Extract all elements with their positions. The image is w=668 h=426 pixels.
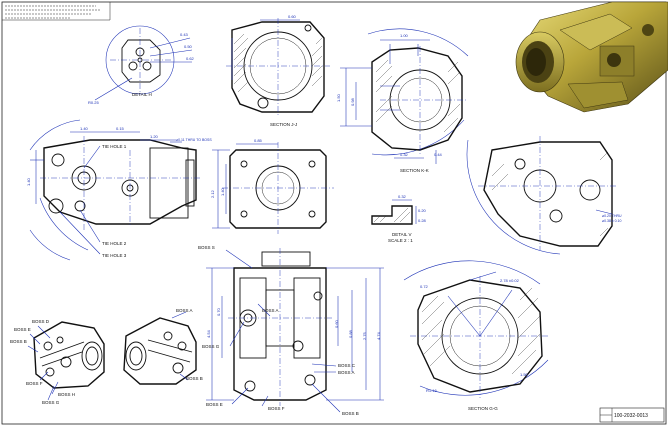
detail-v-label: DETAIL V (392, 232, 412, 237)
section-gg-view: 0.72 2.78 ±0.02 R1.16 1.50 (403, 260, 549, 398)
svg-text:0.32: 0.32 (400, 152, 409, 157)
boss-b-iso-label: BOSS B (186, 376, 203, 381)
svg-text:1.00: 1.00 (400, 33, 409, 38)
svg-text:0.32: 0.32 (398, 194, 407, 199)
title-block (599, 407, 665, 423)
detail-h-view: 0.43 0.50 0.62 R0.25 (88, 25, 195, 105)
svg-text:0.43: 0.43 (180, 32, 189, 37)
right-side-view: ⌀0.20 THRU ⌀0.38 x 0.10 (466, 136, 622, 255)
svg-text:0.88: 0.88 (348, 329, 353, 338)
tie-hole-3-label: TIE HOLE 3 (102, 253, 127, 258)
boss-f2-label: BOSS F (26, 381, 43, 386)
svg-text:R0.25: R0.25 (88, 100, 99, 105)
svg-text:0.72: 0.72 (420, 284, 429, 289)
boss-d-label: BOSS D (32, 319, 50, 324)
svg-text:0.98: 0.98 (350, 97, 355, 106)
boss-h-label: BOSS H (58, 392, 75, 397)
boss-f-label: BOSS F (268, 406, 285, 411)
svg-text:0.50: 0.50 (184, 44, 193, 49)
svg-text:1.40: 1.40 (26, 177, 31, 186)
boss-g-label: BOSS G (202, 344, 220, 349)
svg-text:1.50: 1.50 (336, 93, 341, 102)
svg-text:0.60: 0.60 (288, 14, 297, 19)
detail-v-scale: SCALE 2 : 1 (388, 238, 413, 243)
detail-h-label: DETAIL H (132, 92, 152, 97)
svg-text:1.20: 1.20 (150, 134, 159, 139)
boss-e-label: BOSS E (206, 402, 223, 407)
svg-text:1.40: 1.40 (80, 126, 89, 131)
svg-text:0.85: 0.85 (254, 138, 263, 143)
iso-view-left (27, 321, 105, 401)
bottom-main-view: 4.54 0.70 0.60 0.88 2.75 4.74 (206, 248, 384, 413)
svg-text:2.12: 2.12 (210, 189, 215, 198)
drawing-number: 100-2032-0013 (614, 413, 648, 419)
svg-text:4.74: 4.74 (376, 331, 381, 340)
boss-a-label: BOSS A (262, 308, 279, 313)
section-jj-label: SECTION J-J (270, 122, 297, 127)
svg-text:0.20: 0.20 (418, 208, 427, 213)
svg-text:⌀0.38 x 0.10: ⌀0.38 x 0.10 (602, 219, 621, 223)
boss-e2-label: BOSS E (14, 327, 31, 332)
center-front-view: 0.85 2.12 1.40 (210, 138, 334, 234)
section-jj-view: 0.60 (226, 14, 330, 116)
boss-a2-label: BOSS A (338, 370, 355, 375)
boss-s-label: BOSS S (198, 245, 215, 250)
section-kk-label: SECTION K-K (400, 168, 429, 173)
svg-text:0.70: 0.70 (216, 307, 221, 316)
svg-text:2.78 ±0.02: 2.78 ±0.02 (500, 278, 520, 283)
rendered-model-3d (515, 1, 668, 113)
svg-text:R1.16: R1.16 (426, 388, 437, 393)
svg-text:⌀0.11 THRU TO BOSS: ⌀0.11 THRU TO BOSS (176, 138, 212, 142)
boss-g2-label: BOSS G (42, 400, 60, 405)
svg-text:⌀0.20 THRU: ⌀0.20 THRU (602, 214, 622, 218)
left-main-view: 1.40 0.15 1.20 ⌀0.11 THRU TO BOSS 1.40 (26, 119, 212, 261)
svg-text:1.40: 1.40 (220, 187, 225, 196)
section-kk-view: 1.00 1.50 0.98 0.32 0.44 (336, 28, 469, 164)
section-gg-label: SECTION G-G (468, 406, 498, 411)
svg-text:0.15: 0.15 (116, 126, 125, 131)
tie-hole-1-label: TIE HOLE 1 (102, 144, 127, 149)
boss-a-iso-label: BOSS A (176, 308, 193, 313)
svg-text:0.62: 0.62 (186, 56, 195, 61)
notes-block (5, 5, 100, 19)
svg-text:0.28: 0.28 (418, 218, 427, 223)
svg-text:1.50: 1.50 (520, 372, 529, 377)
svg-text:2.75: 2.75 (362, 331, 367, 340)
svg-text:0.44: 0.44 (434, 152, 443, 157)
iso-view-right (123, 311, 197, 385)
boss-c-label: BOSS C (338, 363, 356, 368)
boss-b-label: BOSS B (342, 411, 359, 416)
boss-b2-label: BOSS B (10, 339, 27, 344)
svg-text:0.60: 0.60 (334, 319, 339, 328)
svg-text:4.54: 4.54 (206, 329, 211, 338)
detail-v-view: 0.32 0.20 0.28 (371, 194, 427, 225)
tie-hole-2-label: TIE HOLE 2 (102, 241, 127, 246)
